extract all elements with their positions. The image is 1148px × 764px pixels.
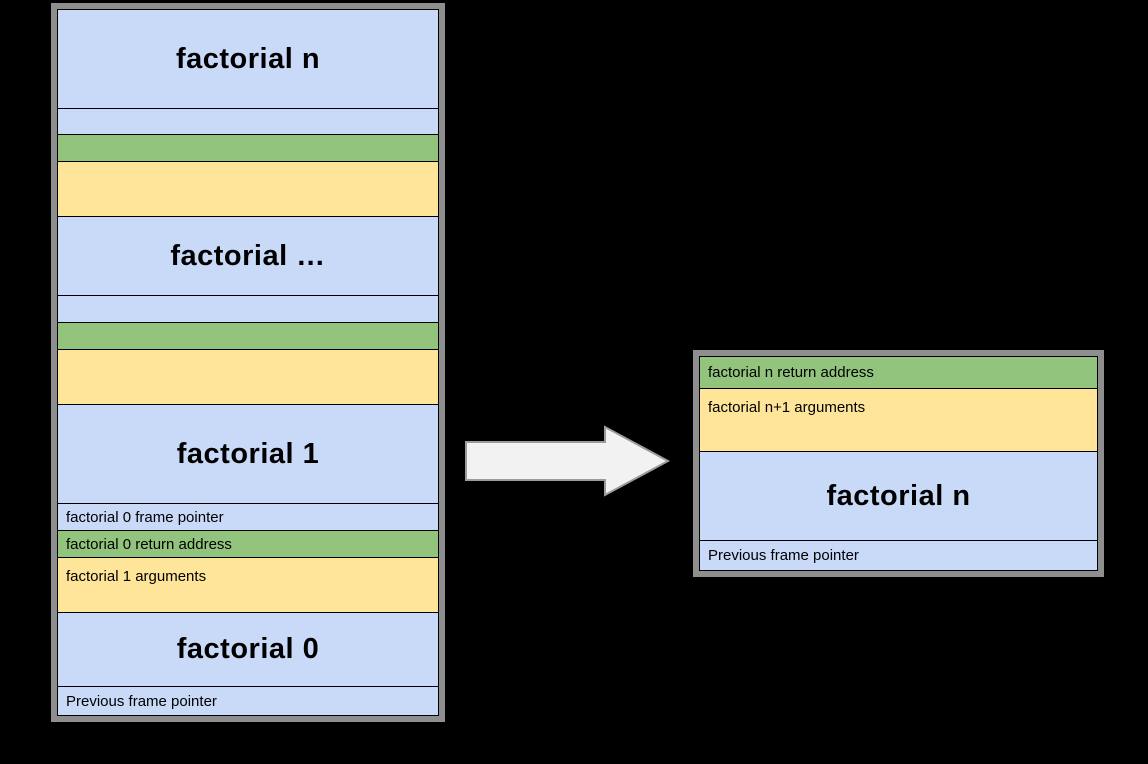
cell-label: factorial 0 return address	[66, 535, 232, 553]
cell-label: factorial n+1 arguments	[708, 399, 866, 416]
cell-label: factorial 0 frame pointer	[66, 508, 224, 526]
cell-label	[58, 350, 66, 360]
cell-label: Previous frame pointer	[66, 692, 217, 710]
cell-label: factorial n return address	[708, 364, 874, 381]
cell-arguments-empty	[58, 350, 438, 405]
frame-title-label: factorial n	[175, 42, 321, 75]
cell-previous-frame-pointer: Previous frame pointer	[700, 541, 1097, 570]
cell-return-address-empty	[58, 323, 438, 350]
frame-title-label: factorial 0	[176, 633, 320, 665]
cell-factorial-n-return-address: factorial n return address	[700, 357, 1097, 389]
cell-label	[58, 162, 66, 172]
stack-frame-factorial-dots: factorial …	[58, 217, 438, 296]
cell-factorial-n-plus-1-arguments: factorial n+1 arguments	[700, 389, 1097, 452]
cell-previous-frame-pointer: Previous frame pointer	[58, 687, 438, 715]
cell-factorial-0-frame-pointer: factorial 0 frame pointer	[58, 504, 438, 531]
cell-factorial-1-arguments: factorial 1 arguments	[58, 558, 438, 613]
frame-title-label: factorial n	[826, 479, 971, 512]
stack-frame-factorial-n: factorial n	[700, 452, 1097, 541]
frame-title-label: factorial …	[170, 239, 326, 272]
cell-frame-pointer-empty	[58, 296, 438, 323]
stack-frame-factorial-1: factorial 1	[58, 405, 438, 504]
call-stack-after: factorial n return address factorial n+1…	[693, 350, 1104, 577]
cell-return-address-empty	[58, 135, 438, 162]
cell-arguments-empty	[58, 162, 438, 217]
stack-frame-factorial-0: factorial 0	[58, 613, 438, 687]
cell-frame-pointer-empty	[58, 109, 438, 135]
cell-label: Previous frame pointer	[708, 547, 859, 564]
cell-label: factorial 1 arguments	[66, 568, 207, 585]
call-stack-before: factorial n factorial … factorial 1 fact…	[51, 3, 445, 722]
frame-title-label: factorial 1	[176, 437, 320, 470]
right-arrow-icon	[464, 425, 671, 497]
cell-factorial-0-return-address: factorial 0 return address	[58, 531, 438, 558]
stack-frame-factorial-n: factorial n	[58, 10, 438, 109]
